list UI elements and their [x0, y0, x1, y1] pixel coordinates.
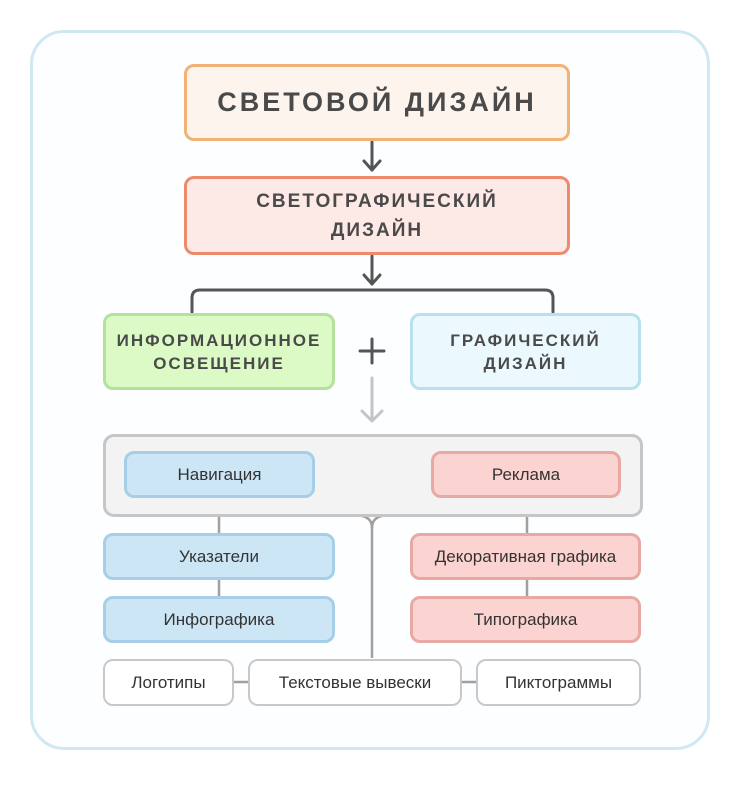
- signs-node: Указатели: [103, 533, 335, 580]
- navigation-node: Навигация: [124, 451, 315, 498]
- logos-node: Логотипы: [103, 659, 234, 706]
- typography-node: Типографика: [410, 596, 641, 643]
- advertising-label: Реклама: [491, 464, 561, 484]
- level2-label-line2: ДИЗАЙН: [330, 219, 424, 241]
- arrowhead-root-to-level2: [362, 159, 382, 172]
- graphic-design-line1: ГРАФИЧЕСКИЙ: [450, 330, 601, 350]
- infographics-label: Инфографика: [163, 609, 275, 629]
- decorative-graphics-label: Декоративная графика: [434, 546, 617, 566]
- typography-label: Типографика: [473, 609, 578, 629]
- decorative-graphics-node: Декоративная графика: [410, 533, 641, 580]
- logos-label: Логотипы: [131, 672, 206, 692]
- pictograms-node: Пиктограммы: [476, 659, 641, 706]
- level2-node: СВЕТОГРАФИЧЕСКИЙ ДИЗАЙН: [184, 176, 570, 255]
- infographics-node: Инфографика: [103, 596, 335, 643]
- wire-panel-to-center: [361, 514, 374, 658]
- level2-label-line1: СВЕТОГРАФИЧЕСКИЙ: [256, 190, 498, 212]
- text-signboards-node: Текстовые вывески: [248, 659, 462, 706]
- graphic-design-line2: ДИЗАЙН: [483, 353, 568, 373]
- informational-lighting-node: ИНФОРМАЦИОННОЕ ОСВЕЩЕНИЕ: [103, 313, 335, 390]
- branch-bracket: [190, 288, 555, 314]
- pictograms-label: Пиктограммы: [504, 672, 613, 692]
- advertising-node: Реклама: [431, 451, 621, 498]
- signs-label: Указатели: [179, 546, 259, 566]
- arrowhead-to-panel: [360, 409, 384, 423]
- arrowhead-level2-to-branches: [362, 273, 382, 286]
- root-node: СВЕТОВОЙ ДИЗАЙН: [184, 64, 570, 141]
- root-label: СВЕТОВОЙ ДИЗАЙН: [217, 87, 537, 117]
- navigation-label: Навигация: [177, 464, 262, 484]
- informational-lighting-line1: ИНФОРМАЦИОННОЕ: [116, 330, 322, 350]
- graphic-design-node: ГРАФИЧЕСКИЙ ДИЗАЙН: [410, 313, 641, 390]
- informational-lighting-line2: ОСВЕЩЕНИЕ: [153, 353, 285, 373]
- text-signboards-label: Текстовые вывески: [278, 672, 432, 692]
